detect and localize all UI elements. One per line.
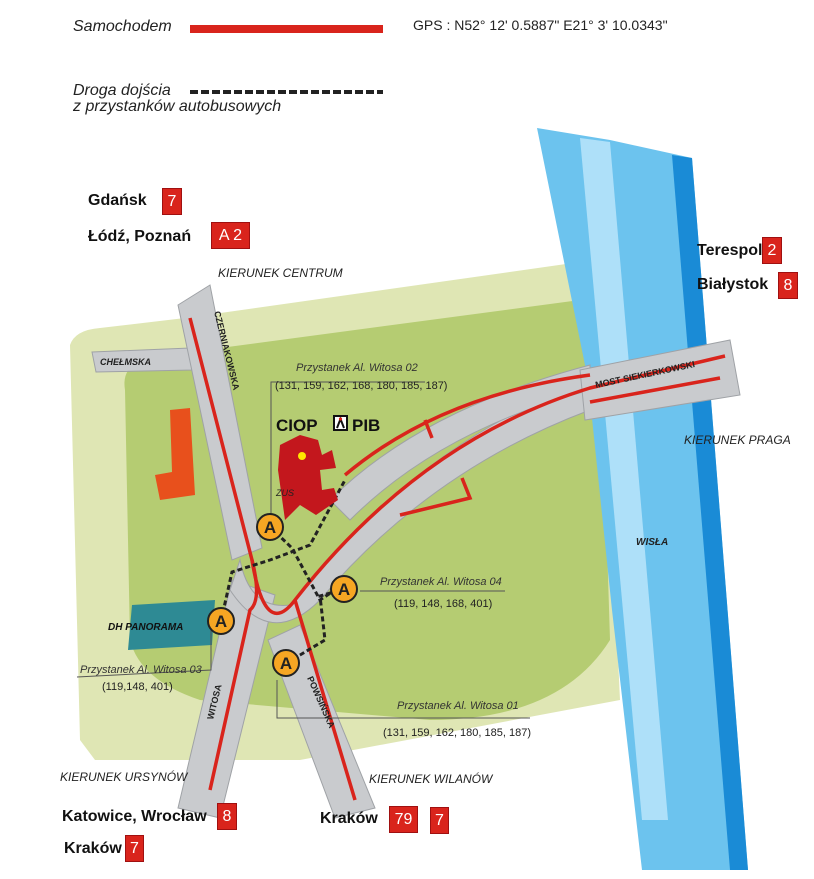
pib-logo-text: PIB: [352, 416, 380, 435]
legend-walk-label-2: z przystanków autobusowych: [73, 98, 282, 115]
legend-car-line: [190, 25, 383, 33]
bus-stop-icon-w02: A: [256, 513, 284, 541]
ciop-logo-text: CIOP: [276, 416, 318, 435]
stop-w01-name: Przystanek Al. Witosa 01: [397, 700, 519, 712]
legend-car-label: Samochodem: [73, 18, 172, 35]
label-panorama: DH PANORAMA: [108, 622, 183, 633]
bridge-most: [579, 339, 741, 421]
road-badge: 8: [778, 272, 798, 299]
gps-coordinates: GPS : N52° 12' 0.5887" E21° 3' 10.0343": [413, 17, 668, 33]
svg-text:A: A: [338, 580, 350, 599]
road-badge: 7: [162, 188, 182, 215]
direction-ursynow: KIERUNEK URSYNÓW: [60, 770, 188, 784]
street-wisla: WISŁA: [636, 537, 668, 548]
city-terespol: Terespol: [697, 242, 763, 259]
stop-w02-routes: (131, 159, 162, 168, 180, 185, 187): [275, 380, 448, 392]
stop-w01-routes: (131, 159, 162, 180, 185, 187): [383, 727, 532, 739]
direction-wilanow: KIERUNEK WILANÓW: [369, 772, 493, 786]
road-badge: 8: [217, 803, 237, 830]
road-badge: A 2: [211, 222, 250, 249]
ciop-location-dot: [298, 452, 306, 460]
road-badge: 7: [430, 807, 449, 834]
stop-w03-name: Przystanek Al. Witosa 03: [80, 664, 202, 676]
svg-text:A: A: [215, 612, 227, 631]
stop-w03-routes: (119,148, 401): [102, 681, 173, 693]
direction-centrum: KIERUNEK CENTRUM: [218, 266, 343, 280]
legend-walk-line: [190, 90, 383, 94]
svg-text:A: A: [280, 654, 292, 673]
svg-text:A: A: [264, 518, 276, 537]
legend-walk-label: Droga dojścia: [73, 82, 171, 99]
city-lodz-poznan: Łódź, Poznań: [88, 228, 192, 245]
stop-w04-routes: (119, 148, 168, 401): [394, 598, 493, 610]
stop-w04-name: Przystanek Al. Witosa 04: [380, 576, 502, 588]
building-panorama: [128, 600, 215, 650]
road-badge: 2: [762, 237, 782, 264]
car-routes: [188, 317, 726, 801]
city-gdansk: Gdańsk: [88, 192, 147, 209]
stop-w02-name: Przystanek Al. Witosa 02: [296, 362, 418, 374]
road-badge: 79: [389, 806, 418, 833]
label-zus: ZUS: [275, 488, 294, 498]
bus-stop-icon-w03: A: [207, 607, 235, 635]
street-chelmska: CHEŁMSKA: [100, 357, 151, 367]
city-krakow-2: Kraków: [320, 810, 378, 827]
direction-praga: KIERUNEK PRAGA: [684, 433, 791, 447]
city-katowice-wroclaw: Katowice, Wrocław: [62, 808, 207, 825]
road-badge: 7: [125, 835, 144, 862]
city-krakow: Kraków: [64, 840, 122, 857]
city-bialystok: Białystok: [697, 276, 769, 293]
bus-stop-icon-w01: A: [272, 649, 300, 677]
building-ciop: [278, 435, 338, 520]
bus-stops: A A A A: [207, 513, 358, 677]
bus-stop-icon-w04: A: [330, 575, 358, 603]
building-orange: [155, 408, 195, 500]
